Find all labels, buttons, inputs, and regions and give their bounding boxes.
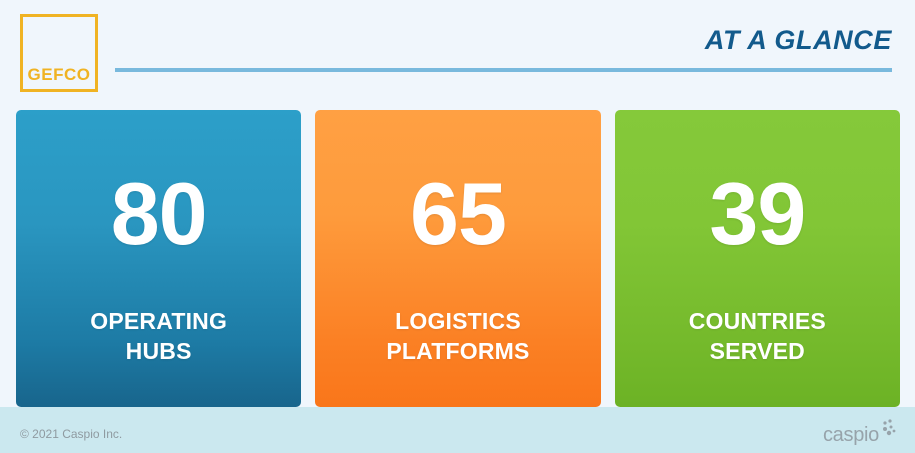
stat-value-operating-hubs: 80 <box>110 164 208 263</box>
gefco-logo: GEFCO <box>20 14 98 92</box>
stat-label-logistics-platforms: LOGISTICS PLATFORMS <box>386 308 530 364</box>
slide-header: GEFCO AT A GLANCE <box>0 0 915 100</box>
gefco-logo-text: GEFCO <box>27 65 91 84</box>
stat-value-logistics-platforms: 65 <box>410 164 507 263</box>
stat-card-operating-hubs: 80 OPERATING HUBS <box>16 110 302 407</box>
stat-value-countries-served: 39 <box>709 164 806 263</box>
copyright-text: © 2021 Caspio Inc. <box>20 427 123 441</box>
stats-card-group: 80 OPERATING HUBS 65 LOGISTICS PLATFORMS… <box>16 110 900 407</box>
stat-label-countries-served: COUNTRIES SERVED <box>688 308 826 364</box>
stat-card-logistics-platforms: 65 LOGISTICS PLATFORMS <box>315 110 601 407</box>
slide-footer: © 2021 Caspio Inc. caspio <box>0 407 915 453</box>
stat-card-countries-served: 39 COUNTRIES SERVED <box>614 110 900 407</box>
caspio-dots-icon <box>882 419 898 444</box>
header-divider-line <box>115 68 892 72</box>
caspio-logo: caspio <box>822 419 898 446</box>
stat-label-operating-hubs: OPERATING HUBS <box>90 308 228 364</box>
page-title: AT A GLANCE <box>704 25 892 55</box>
caspio-logo-text: caspio <box>822 424 879 446</box>
